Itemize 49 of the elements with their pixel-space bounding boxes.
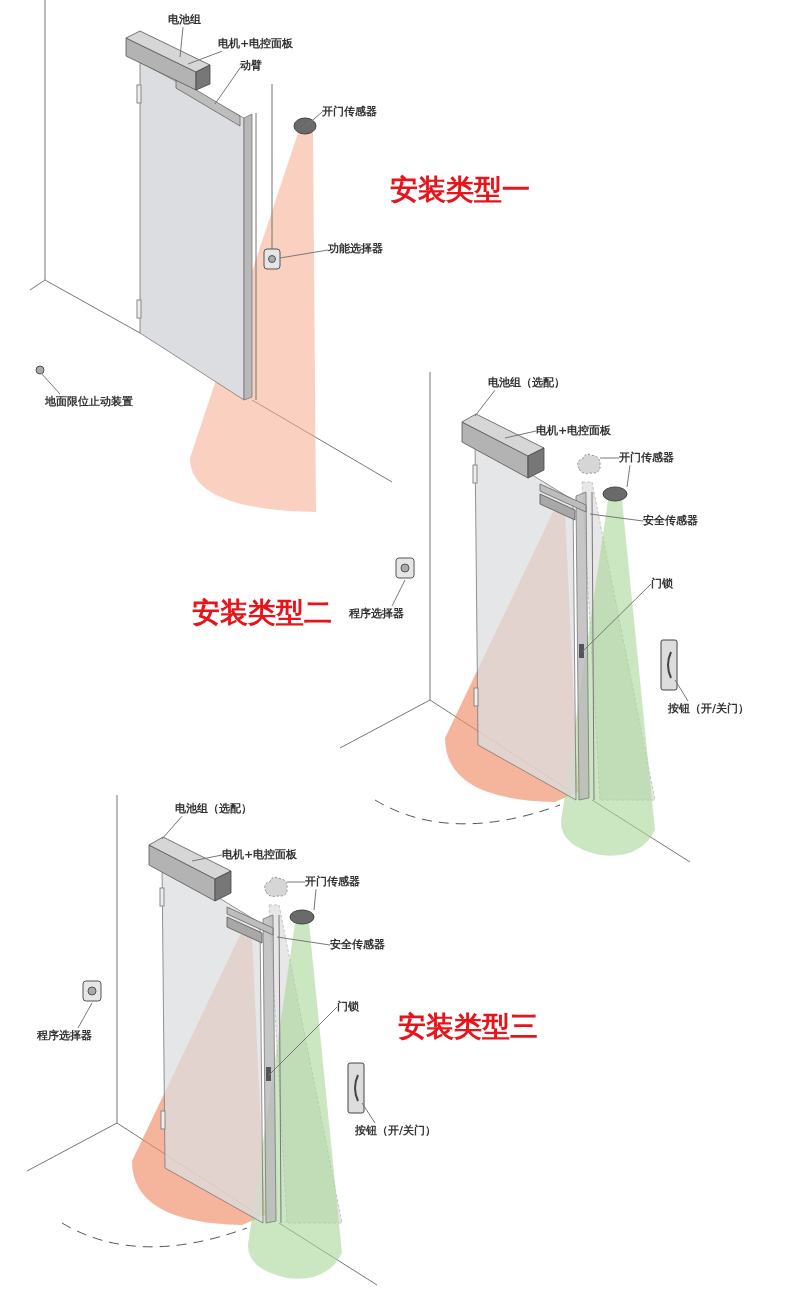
leader-line xyxy=(504,430,537,439)
leader-line xyxy=(474,389,496,417)
leader-line xyxy=(187,50,223,65)
leader-line xyxy=(40,372,61,395)
part-label: 功能选择器 xyxy=(328,241,383,257)
leader-line xyxy=(305,111,323,127)
dashed-sensor-outline xyxy=(577,453,601,474)
sensor-disc xyxy=(289,909,315,925)
part-label: 按钮（开/关门） xyxy=(355,1123,437,1139)
sensor-disc xyxy=(602,486,628,502)
part-label: 电池组（选配） xyxy=(488,375,565,391)
leader-line xyxy=(626,464,631,488)
section-title: 安装类型三 xyxy=(398,1012,538,1043)
part-label: 地面限位止动装置 xyxy=(45,394,133,410)
part-label: 动臂 xyxy=(240,58,262,74)
leader-line xyxy=(214,67,241,105)
part-label: 安全传感器 xyxy=(643,513,698,529)
leader-line xyxy=(191,854,223,862)
part-label: 按钮（开/关门） xyxy=(668,701,750,717)
leader-line xyxy=(599,457,620,459)
leader-line xyxy=(268,1006,338,1076)
part-label: 电池组（选配） xyxy=(175,801,252,817)
leader-line xyxy=(581,583,652,653)
leader-line xyxy=(391,579,406,607)
leader-line xyxy=(286,881,306,883)
leader-line xyxy=(674,679,689,702)
leader-line xyxy=(161,815,183,840)
part-label: 门锁 xyxy=(337,999,359,1015)
section-title: 安装类型一 xyxy=(390,175,530,206)
part-label: 电机+电控面板 xyxy=(536,423,612,439)
section-title: 安装类型二 xyxy=(192,598,332,629)
part-label: 电机+电控面板 xyxy=(222,847,298,863)
leader-line xyxy=(276,936,331,946)
leader-line xyxy=(361,1102,376,1124)
leader-line xyxy=(313,888,317,911)
part-label: 安全传感器 xyxy=(330,937,385,953)
part-label: 开门传感器 xyxy=(305,874,360,890)
part-label: 电机+电控面板 xyxy=(218,36,294,52)
leader-line xyxy=(589,513,644,522)
part-label: 门锁 xyxy=(651,576,673,592)
part-label: 开门传感器 xyxy=(619,450,674,466)
part-label: 程序选择器 xyxy=(349,606,404,622)
leader-line xyxy=(179,26,184,58)
part-label: 程序选择器 xyxy=(37,1028,92,1044)
part-label: 电池组 xyxy=(168,12,201,28)
leader-line xyxy=(77,1002,93,1029)
part-label: 开门传感器 xyxy=(322,104,377,120)
dashed-sensor-outline xyxy=(264,876,288,897)
leader-line xyxy=(279,249,329,259)
